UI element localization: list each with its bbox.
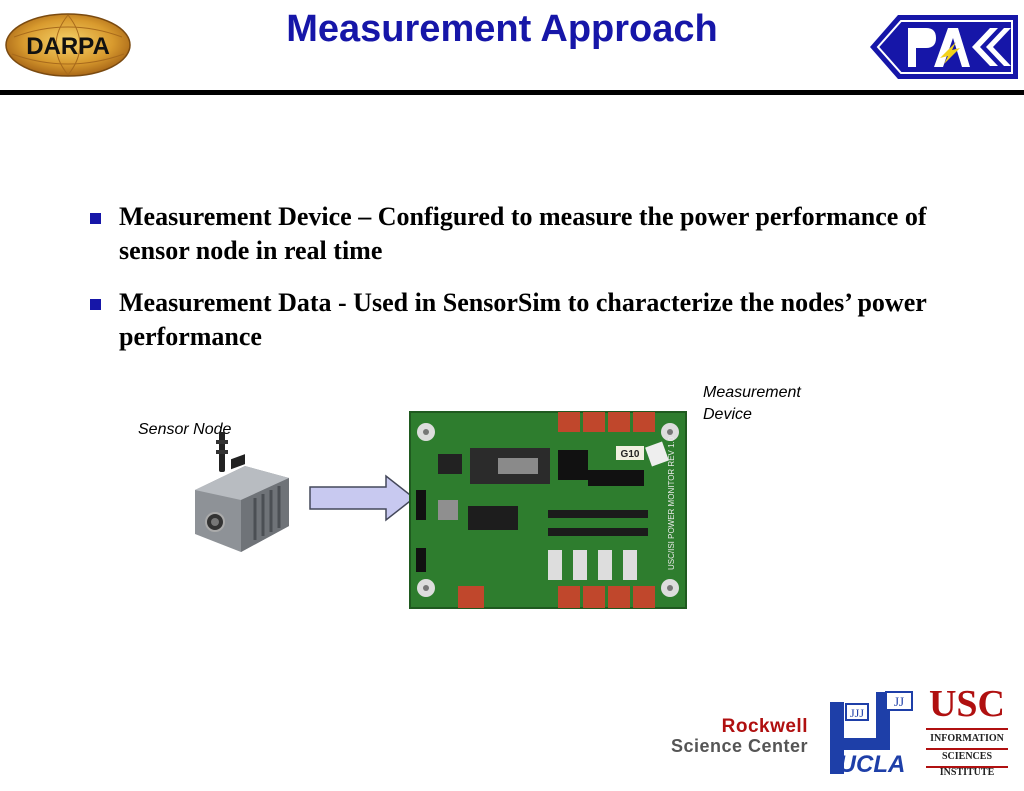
- page-title: Measurement Approach: [286, 8, 718, 50]
- rockwell-logo-line1: Rockwell: [721, 716, 808, 737]
- usc-logo-text: USC: [928, 683, 1006, 725]
- usc-isi-line3: INSTITUTE: [939, 767, 995, 778]
- rockwell-logo-line2: Science Center: [670, 736, 808, 756]
- usc-isi-line1: INFORMATION: [930, 733, 1004, 744]
- darpa-logo-text: DARPA: [26, 33, 110, 60]
- bullet-item: Measurement Data - Used in SensorSim to …: [90, 286, 950, 354]
- bullet-square-icon: [90, 213, 101, 224]
- sensor-node-caption: Sensor Node: [138, 421, 232, 438]
- svg-text:G10: G10: [621, 449, 640, 460]
- bullet-square-icon: [90, 299, 101, 310]
- pacc-logo: [868, 12, 1020, 82]
- bullet-text: Measurement Data - Used in SensorSim to …: [119, 288, 927, 351]
- svg-text:JJ: JJ: [894, 694, 904, 709]
- svg-text:USC/ISI POWER MONITOR REV 1.0: USC/ISI POWER MONITOR REV 1.0: [667, 436, 676, 570]
- rockwell-logo: Rockwell Science Center: [640, 714, 810, 758]
- bullet-item: Measurement Device – Configured to measu…: [90, 200, 950, 268]
- ucla-logo: JJ JJJ UCLA: [826, 688, 916, 778]
- usc-divider: [926, 748, 1008, 750]
- ucla-logo-text: UCLA: [839, 751, 906, 778]
- bullet-list: Measurement Device – Configured to measu…: [90, 200, 950, 372]
- measurement-device-image: G10 USC/ISI POWER MONITOR REV 1.0: [408, 410, 688, 610]
- right-arrow-icon: [308, 474, 418, 522]
- svg-text:JJJ: JJJ: [850, 706, 864, 720]
- usc-divider: [926, 766, 1008, 768]
- bullet-text: Measurement Device – Configured to measu…: [119, 202, 927, 265]
- usc-divider: [926, 728, 1008, 730]
- sensor-node-image: [185, 430, 295, 560]
- header-divider: [0, 90, 1024, 95]
- usc-isi-line2: SCIENCES: [941, 751, 993, 762]
- darpa-logo: DARPA: [4, 12, 132, 78]
- usc-isi-logo: USC INFORMATION SCIENCES INSTITUTE: [924, 682, 1010, 782]
- measurement-device-caption: Measurement Device: [703, 384, 801, 423]
